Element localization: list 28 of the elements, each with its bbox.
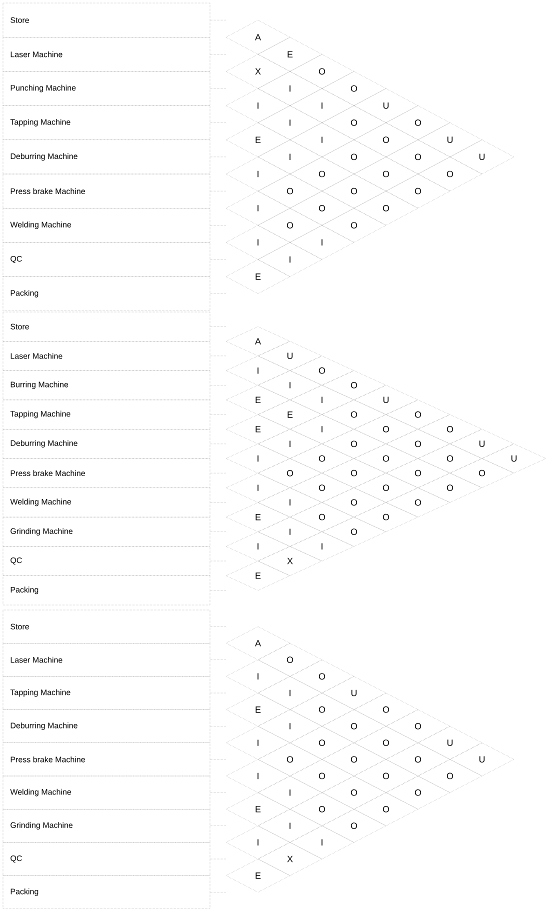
department-box: Laser Machine bbox=[2, 341, 210, 371]
department-box: Tapping Machine bbox=[2, 676, 210, 710]
department-box: Laser Machine bbox=[2, 643, 210, 677]
department-box: Punching Machine bbox=[2, 71, 210, 106]
department-box: Press brake Machine bbox=[2, 742, 210, 776]
department-box: Welding Machine bbox=[2, 488, 210, 518]
department-box: QC bbox=[2, 842, 210, 876]
department-box: Packing bbox=[2, 875, 210, 909]
department-box: Welding Machine bbox=[2, 208, 210, 243]
department-box: Deburring Machine bbox=[2, 140, 210, 174]
department-box: Deburring Machine bbox=[2, 709, 210, 743]
department-box: Laser Machine bbox=[2, 37, 210, 72]
department-box: Press brake Machine bbox=[2, 458, 210, 488]
department-box: Store bbox=[2, 610, 210, 644]
department-box: QC bbox=[2, 546, 210, 576]
department-box: Deburring Machine bbox=[2, 429, 210, 459]
department-box: Tapping Machine bbox=[2, 105, 210, 140]
department-box: Burring Machine bbox=[2, 370, 210, 400]
department-box: Grinding Machine bbox=[2, 516, 210, 547]
department-box: Grinding Machine bbox=[2, 809, 210, 843]
department-box: Press brake Machine bbox=[2, 174, 210, 208]
department-box: Store bbox=[2, 312, 210, 342]
department-box: Welding Machine bbox=[2, 776, 210, 810]
department-box: Packing bbox=[2, 576, 210, 606]
department-box: QC bbox=[2, 242, 210, 277]
department-box: Packing bbox=[2, 276, 210, 311]
department-box: Tapping Machine bbox=[2, 400, 210, 430]
department-box: Store bbox=[2, 2, 210, 38]
